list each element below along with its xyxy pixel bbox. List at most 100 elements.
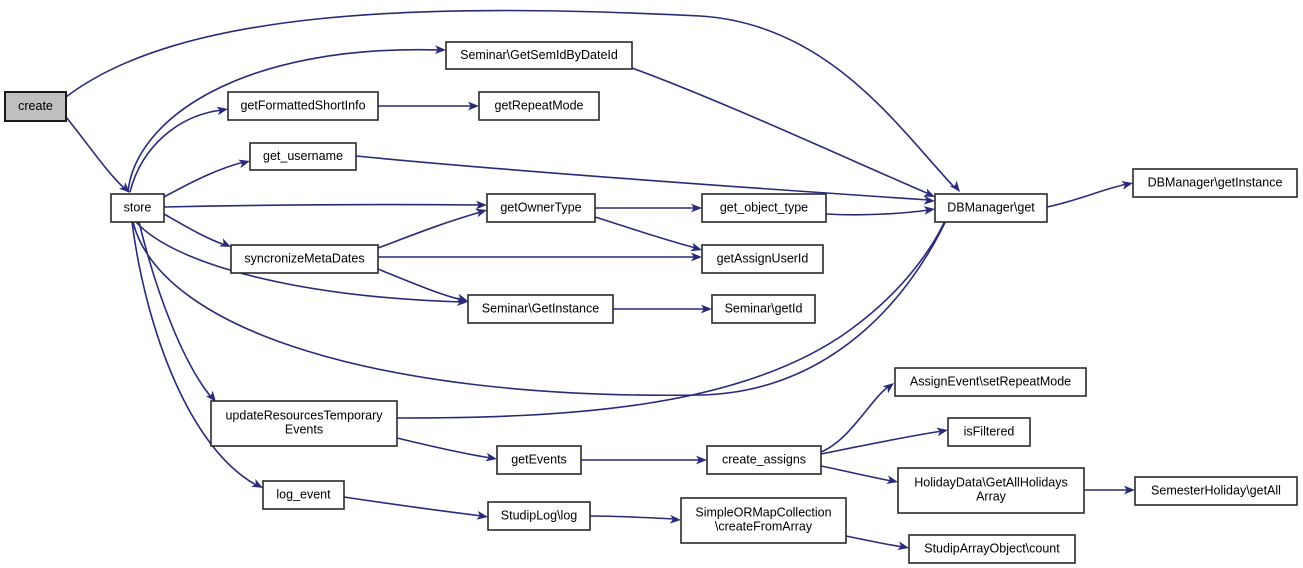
node-dbinstance[interactable]: DBManager\getInstance: [1132, 168, 1298, 198]
node-box[interactable]: [210, 400, 398, 447]
node-label: store: [124, 200, 152, 214]
edge-store-to-syncmeta: [163, 213, 231, 247]
node-box[interactable]: [1132, 168, 1298, 198]
node-username[interactable]: get_username: [249, 142, 357, 171]
node-box[interactable]: [897, 467, 1085, 514]
node-box[interactable]: [701, 193, 827, 223]
node-label: AssignEvent\setRepeatMode: [910, 374, 1071, 388]
node-label: getEvents: [511, 452, 567, 466]
node-ownertype[interactable]: getOwnerType: [486, 193, 596, 223]
node-semid[interactable]: Seminar\GetSemIdByDateId: [445, 41, 633, 70]
edge-store-to-logevent: [131, 221, 263, 488]
edge-ownertype-to-assignuser: [594, 216, 702, 252]
arrowhead-icon: [216, 106, 228, 116]
arrowhead-icon: [485, 452, 497, 462]
edge-line: [396, 213, 949, 419]
node-seminstance[interactable]: Seminar\GetInstance: [467, 294, 614, 324]
edge-dbget-to-dbinstance: [1046, 180, 1133, 208]
arrowhead-icon: [701, 304, 712, 314]
node-box[interactable]: [496, 445, 582, 475]
edge-createassigns-to-holidaydata: [820, 465, 898, 485]
arrowhead-icon: [1121, 180, 1133, 190]
node-objtype[interactable]: get_object_type: [701, 193, 827, 223]
edge-ownertype-to-objtype: [594, 203, 702, 213]
edges-layer: [65, 9, 1135, 551]
edge-line: [825, 209, 930, 216]
edge-line: [131, 221, 259, 487]
node-box[interactable]: [680, 497, 847, 544]
edge-line: [396, 437, 492, 459]
edge-create-to-store: [65, 116, 130, 193]
arrowhead-icon: [696, 455, 707, 465]
arrowhead-icon: [434, 45, 446, 55]
node-box[interactable]: [249, 142, 357, 171]
node-box[interactable]: [445, 41, 633, 70]
node-box[interactable]: [4, 91, 67, 122]
node-label: DBManager\get: [947, 200, 1035, 214]
node-label: create_assigns: [722, 452, 806, 466]
node-logevent[interactable]: log_event: [262, 480, 345, 510]
edge-logevent-to-studiplog: [343, 496, 488, 520]
node-syncmeta[interactable]: syncronizeMetaDates: [230, 244, 379, 274]
edge-line: [820, 385, 890, 453]
edge-username-to-dbget: [355, 155, 935, 205]
node-box[interactable]: [701, 244, 824, 274]
arrowhead-icon: [886, 475, 898, 485]
node-label: DBManager\getInstance: [1148, 175, 1283, 189]
node-isfiltered[interactable]: isFiltered: [947, 417, 1031, 447]
arrowhead-icon: [669, 514, 681, 524]
edge-line: [127, 48, 441, 193]
node-setrepeat[interactable]: AssignEvent\setRepeatMode: [894, 367, 1087, 397]
node-repeatmode[interactable]: getRepeatMode: [478, 91, 600, 121]
edge-syncmeta-to-ownertype: [377, 208, 487, 249]
node-dbget[interactable]: DBManager\get: [934, 193, 1048, 223]
node-box[interactable]: [706, 445, 822, 475]
edge-createassigns-to-setrepeat: [820, 383, 894, 453]
edge-line: [820, 465, 893, 482]
node-box[interactable]: [486, 193, 596, 223]
node-getevents[interactable]: getEvents: [496, 445, 582, 475]
node-box[interactable]: [467, 294, 614, 324]
node-store[interactable]: store: [110, 193, 165, 223]
edge-line: [845, 535, 904, 548]
node-box[interactable]: [894, 367, 1087, 397]
edge-line: [129, 109, 223, 193]
node-box[interactable]: [262, 480, 345, 510]
node-box[interactable]: [230, 244, 379, 274]
node-semholiday[interactable]: SemesterHoliday\getAll: [1134, 476, 1298, 506]
node-createassigns[interactable]: create_assigns: [706, 445, 822, 475]
edge-line: [377, 211, 482, 249]
node-box[interactable]: [487, 501, 591, 531]
edge-line: [1046, 183, 1128, 208]
arrowhead-icon: [219, 238, 231, 247]
arrowhead-icon: [476, 510, 488, 520]
node-arraycount[interactable]: StudipArrayObject\count: [908, 534, 1076, 564]
node-box[interactable]: [908, 534, 1076, 564]
node-box[interactable]: [478, 91, 600, 121]
node-label: getFormattedShortInfo: [240, 98, 365, 112]
node-studiplog[interactable]: StudipLog\log: [487, 501, 591, 531]
node-box[interactable]: [227, 91, 379, 121]
node-box[interactable]: [934, 193, 1048, 223]
edge-simpleorm-to-arraycount: [845, 535, 909, 551]
node-simpleorm[interactable]: SimpleORMapCollection\createFromArray: [680, 497, 847, 544]
node-box[interactable]: [1134, 476, 1298, 506]
edge-line: [163, 203, 482, 208]
node-create[interactable]: create: [4, 91, 67, 122]
node-box[interactable]: [947, 417, 1031, 447]
arrowhead-icon: [205, 390, 216, 402]
node-label: StudipLog\log: [501, 508, 578, 522]
edge-objtype-to-dbget: [825, 206, 935, 216]
node-box[interactable]: [711, 294, 816, 324]
edge-store-to-updres: [138, 221, 216, 402]
node-assignuser[interactable]: getAssignUserId: [701, 244, 824, 274]
arrowhead-icon: [923, 206, 935, 215]
node-semgetid[interactable]: Seminar\getId: [711, 294, 816, 324]
node-box[interactable]: [110, 193, 165, 223]
node-label: get_username: [263, 149, 343, 163]
node-shortinfo[interactable]: getFormattedShortInfo: [227, 91, 379, 121]
node-label: getRepeatMode: [495, 98, 584, 112]
